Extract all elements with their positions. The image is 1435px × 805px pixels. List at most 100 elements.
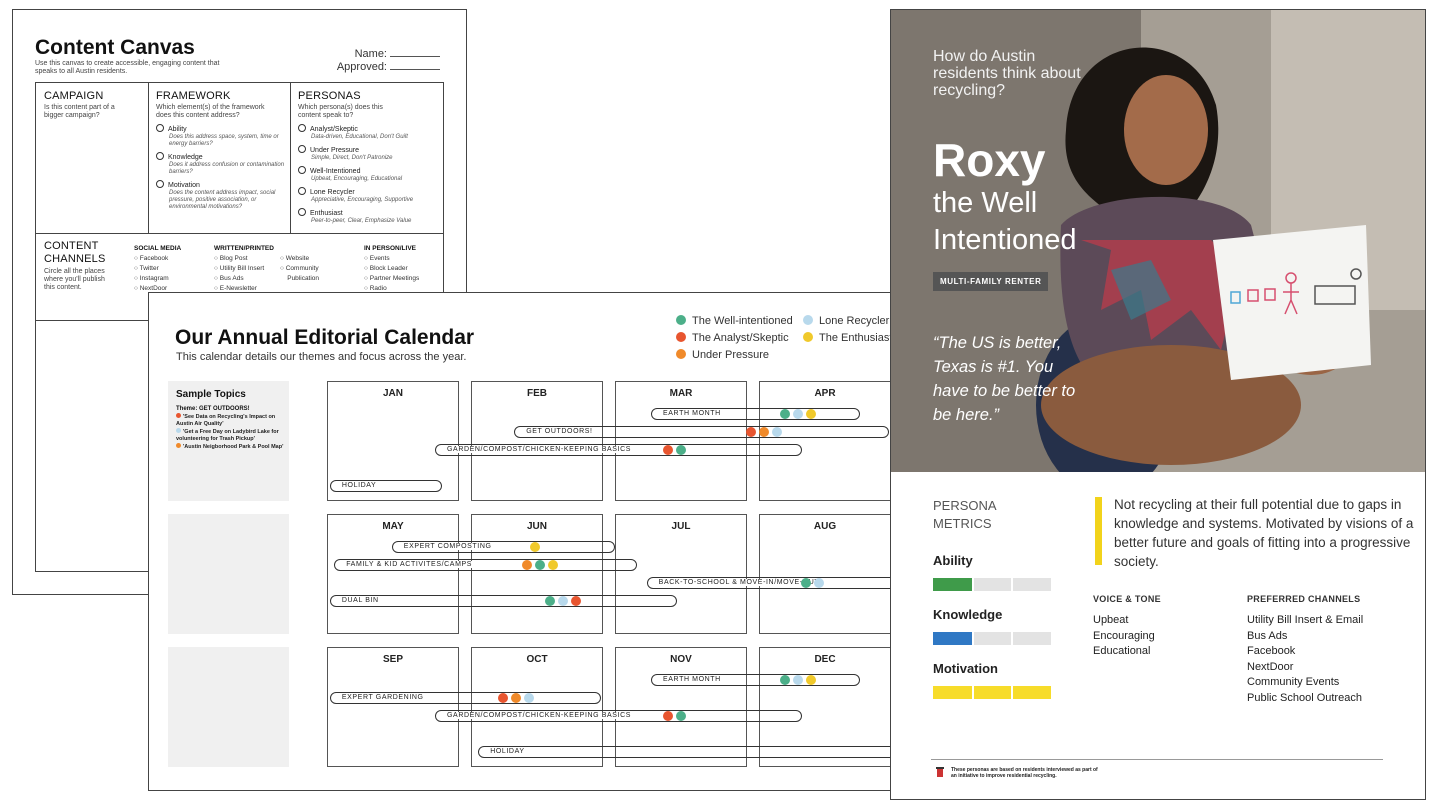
persona-dot xyxy=(530,542,541,552)
channel-option[interactable]: ○ Community xyxy=(280,265,319,272)
month-label: APR xyxy=(814,388,836,399)
persona-dot xyxy=(806,675,817,685)
radio-circle-icon[interactable] xyxy=(156,180,164,188)
list-item: Facebook xyxy=(1247,645,1296,657)
name-approved-fields: Name: Approved: xyxy=(337,48,440,74)
radio-circle-icon[interactable] xyxy=(298,166,306,174)
name-input-line[interactable] xyxy=(390,56,440,57)
legend-item: The Analyst/Skeptic xyxy=(676,332,789,344)
footer-divider xyxy=(931,759,1383,760)
metric-separator xyxy=(972,686,974,699)
persona-badge: MULTI-FAMILY RENTER xyxy=(933,272,1049,291)
persona-dot xyxy=(534,560,545,570)
month-cell: JUL xyxy=(615,514,747,634)
persona-dot xyxy=(558,596,569,606)
channel-option[interactable]: ○ Events xyxy=(364,255,390,262)
list-item: Upbeat xyxy=(1093,614,1129,626)
calendar-title: Our Annual Editorial Calendar xyxy=(175,326,475,349)
name-label: Name: xyxy=(354,48,387,60)
campaign-bar[interactable]: HOLIDAY xyxy=(478,746,896,758)
list-item: NextDoor xyxy=(1247,660,1294,673)
campaign-bar[interactable]: DUAL BIN xyxy=(329,595,677,607)
campaign-bar-label: EXPERT COMPOSTING xyxy=(402,543,493,550)
metrics-label-2: METRICS xyxy=(933,516,992,531)
campaign-bar-label: GARDEN/COMPOST/CHICKEN-KEEPING BASICS xyxy=(446,446,633,453)
channel-option[interactable]: ○ Facebook xyxy=(134,255,169,262)
month-cell: JUN xyxy=(471,514,603,634)
list-item: Utility Bill Insert & Email xyxy=(1247,614,1364,626)
preferred-channels-heading: PREFERRED CHANNELS xyxy=(1247,594,1361,604)
option-label: Lone Recycler xyxy=(310,189,355,196)
month-cell: APR xyxy=(759,381,891,501)
campaign-bar[interactable]: GET OUTDOORS! xyxy=(514,426,889,438)
campaign-bar-label: HOLIDAY xyxy=(489,748,526,755)
option-note: Simple, Direct, Don't Patronize xyxy=(311,155,393,161)
radio-circle-icon[interactable] xyxy=(156,152,164,160)
calendar-subtitle: This calendar details our themes and foc… xyxy=(176,351,467,363)
legend-item: Under Pressure xyxy=(676,349,769,361)
radio-circle-icon[interactable] xyxy=(298,187,306,195)
channel-option[interactable]: ○ Website xyxy=(280,255,310,262)
approved-input-line[interactable] xyxy=(390,69,440,70)
radio-circle-icon[interactable] xyxy=(156,124,164,132)
channel-option[interactable]: ○ Partner Meetings xyxy=(364,275,420,282)
written-list: WRITTEN/PRINTED ○ Blog Post ○ Utility Bi… xyxy=(214,244,274,294)
persona-photo-illustration xyxy=(891,10,1425,472)
campaign-heading: CAMPAIGN xyxy=(44,90,104,102)
persona-dot xyxy=(545,596,556,606)
channels-row: CONTENT CHANNELS Circle all the places w… xyxy=(36,234,443,321)
month-cell: NOV xyxy=(615,647,747,767)
campaign-bar[interactable]: EXPERT COMPOSTING xyxy=(391,541,615,553)
channels-desc: Circle all the places where you'll publi… xyxy=(44,268,105,291)
campaign-bar[interactable]: FAMILY & KID ACTIVITES/CAMPS xyxy=(334,559,637,571)
channel-option[interactable]: ○ Utility Bill Insert xyxy=(214,265,265,272)
persona-dot xyxy=(746,427,757,437)
topic-dot xyxy=(176,413,181,418)
campaign-bar[interactable]: GARDEN/COMPOST/CHICKEN-KEEPING BASICS xyxy=(435,710,803,722)
persona-dot xyxy=(780,409,791,419)
campaign-bar[interactable]: EARTH MONTH xyxy=(651,674,860,686)
month-cell: JAN xyxy=(327,381,459,501)
persona-dot xyxy=(675,711,686,721)
option-note: Upbeat, Encouraging, Educational xyxy=(311,176,403,182)
persona-summary: Not recycling at their full potential du… xyxy=(1114,497,1414,569)
channel-option[interactable]: ○ NextDoor xyxy=(134,285,168,292)
radio-circle-icon[interactable] xyxy=(298,145,306,153)
channel-option[interactable]: ○ Instagram xyxy=(134,275,169,282)
campaign-bar[interactable]: EXPERT GARDENING xyxy=(329,692,601,704)
radio-circle-icon[interactable] xyxy=(298,124,306,132)
metric-separator xyxy=(972,632,974,645)
channel-option[interactable]: ○ Blog Post xyxy=(214,255,248,262)
channel-option[interactable]: ○ Radio xyxy=(364,285,387,292)
option-note: Data-driven, Educational, Don't Guilt xyxy=(311,134,408,140)
month-cell: OCT xyxy=(471,647,603,767)
channel-option[interactable]: ○ Block Leader xyxy=(364,265,408,272)
quarter-2-sidebar xyxy=(168,514,289,634)
metric-label: Ability xyxy=(933,553,973,568)
campaign-bar[interactable]: HOLIDAY xyxy=(329,480,443,492)
campaign-bar[interactable]: EARTH MONTH xyxy=(651,408,860,420)
social-media-list: SOCIAL MEDIA ○ Facebook ○ Twitter ○ Inst… xyxy=(134,244,181,294)
personas-desc: Which persona(s) does this content speak… xyxy=(298,104,383,119)
campaign-bar[interactable]: GARDEN/COMPOST/CHICKEN-KEEPING BASICS xyxy=(435,444,803,456)
channel-option[interactable]: ○ E-Newsletter xyxy=(214,285,257,292)
channel-option[interactable]: ○ Bus Ads xyxy=(214,275,244,282)
radio-circle-icon[interactable] xyxy=(298,208,306,216)
quarter-3-sidebar xyxy=(168,647,289,767)
recycle-bin-icon xyxy=(936,767,944,777)
campaign-bar[interactable]: BACK-TO-SCHOOL & MOVE-IN/MOVE-OUT xyxy=(646,577,896,589)
written-list-2: ○ Website ○ Community Publication xyxy=(280,254,319,284)
option-note: Does this address space, system, time or… xyxy=(169,134,279,147)
sample-topic-item: 'Austin Neigborhood Park & Pool Map' xyxy=(176,443,289,451)
option-label: Motivation xyxy=(168,182,200,189)
channel-option[interactable]: ○ Twitter xyxy=(134,265,159,272)
